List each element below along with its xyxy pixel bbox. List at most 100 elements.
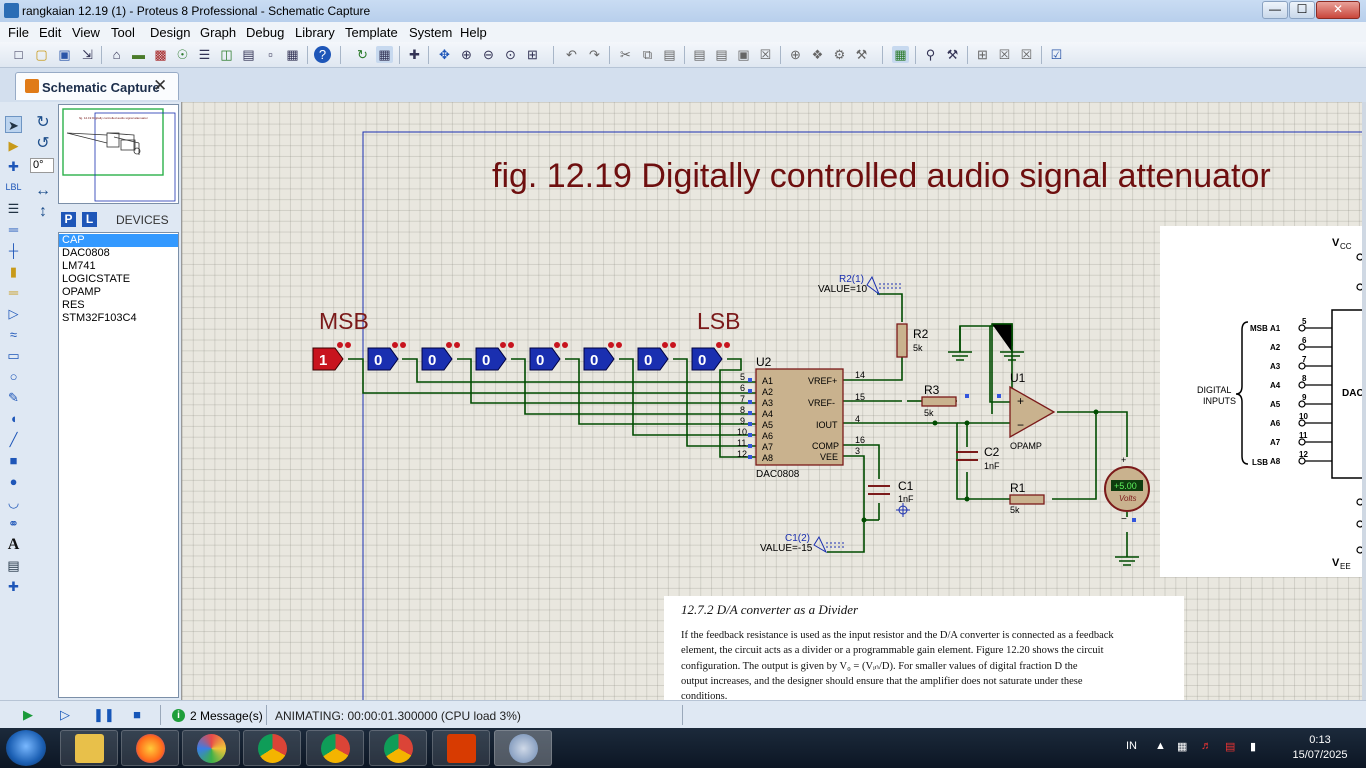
overview-window[interactable]: fig. 12.19 Digitally controlled audio si… (58, 104, 179, 204)
package-icon[interactable]: ⚙ (833, 47, 846, 62)
taskbar-office[interactable] (432, 730, 490, 766)
library-manager-button[interactable]: L (82, 212, 97, 227)
taskbar-chrome-profile-2[interactable] (369, 730, 427, 766)
taskbar-chrome[interactable] (243, 730, 301, 766)
home-icon[interactable]: ⌂ (112, 47, 121, 62)
search-icon[interactable]: ⚲ (925, 47, 936, 62)
maximize-button[interactable]: ☐ (1289, 1, 1315, 19)
menu-template[interactable]: Template (345, 25, 398, 40)
pick-devices-button[interactable]: P (61, 212, 76, 227)
netlist-icon[interactable]: ▤ (242, 47, 255, 62)
wire-autorouter-icon[interactable]: ▦ (892, 46, 909, 63)
voltage-probe-icon[interactable]: ○ (9, 369, 18, 384)
virtual-instruments-icon[interactable]: ◖ (9, 411, 18, 426)
play-icon[interactable]: ▶ (23, 707, 33, 722)
import-icon[interactable]: ⇲ (82, 47, 93, 62)
current-probe-icon[interactable]: ✎ (8, 390, 19, 405)
refresh-icon[interactable]: ↻ (357, 47, 368, 62)
pick-icon[interactable]: ⊕ (790, 47, 801, 62)
device-item-dac0808[interactable]: DAC0808 (62, 247, 110, 259)
help-icon[interactable]: ? (314, 46, 331, 63)
rotate-anticlockwise-icon[interactable]: ↺ (36, 135, 50, 152)
taskbar-firefox[interactable] (121, 730, 179, 766)
wire-label-icon[interactable]: LBL (5, 182, 22, 192)
pause-icon[interactable]: ❚❚ (93, 707, 115, 722)
taskbar-chrome-color[interactable] (182, 730, 240, 766)
menu-design[interactable]: Design (150, 25, 191, 40)
taskbar-file-explorer[interactable] (60, 730, 118, 766)
block-delete-icon[interactable]: ☒ (759, 47, 772, 62)
device-item-cap[interactable]: CAP (59, 234, 178, 247)
taskbar-chrome-profile[interactable] (306, 730, 364, 766)
volume-muted-icon[interactable]: ♬ (1201, 740, 1212, 752)
menu-view[interactable]: View (72, 25, 100, 40)
system-clock[interactable]: 0:13 15/07/2025 (1290, 733, 1350, 763)
terminals-icon[interactable]: ▮ (9, 264, 18, 279)
taskbar-proteus[interactable] (494, 730, 552, 766)
graph-icon[interactable]: ▷ (8, 306, 19, 321)
show-hidden-icons-icon[interactable]: ▲ (1155, 740, 1166, 752)
network-disconnected-icon[interactable]: ▤ (1225, 741, 1236, 753)
selection-mode-icon[interactable]: ➤ (5, 116, 22, 133)
origin-icon[interactable]: ✚ (409, 47, 420, 62)
rotation-angle-field[interactable]: 0° (30, 158, 54, 173)
menu-file[interactable]: File (8, 25, 29, 40)
device-item-opamp[interactable]: OPAMP (62, 286, 101, 298)
pan-icon[interactable]: ✥ (439, 47, 450, 62)
gerber-icon[interactable]: ☉ (176, 47, 189, 62)
block-copy-icon[interactable]: ▤ (693, 47, 706, 62)
zoom-in-icon[interactable]: ⊕ (461, 47, 472, 62)
start-button[interactable] (6, 730, 46, 766)
symbol-tool-icon[interactable]: ▤ (7, 558, 20, 573)
text-script-icon[interactable]: ☰ (7, 201, 20, 216)
bom-icon[interactable]: ☰ (198, 47, 211, 62)
tape-recorder-icon[interactable]: ≈ (9, 327, 18, 342)
action-center-icon[interactable]: ▦ (1177, 741, 1188, 753)
box-tool-icon[interactable]: ■ (9, 453, 18, 468)
device-pins-icon[interactable]: ═ (8, 285, 19, 300)
menu-help[interactable]: Help (460, 25, 487, 40)
zoom-area-icon[interactable]: ⊞ (527, 47, 538, 62)
menu-debug[interactable]: Debug (246, 25, 285, 40)
chip-icon[interactable]: ▩ (154, 47, 167, 62)
buses-icon[interactable]: ═ (8, 222, 19, 237)
text-tool-icon[interactable]: A (7, 536, 20, 553)
circle-tool-icon[interactable]: ● (9, 474, 18, 489)
tab-schematic-capture[interactable]: Schematic Capture ✕ (15, 72, 179, 100)
menu-tool[interactable]: Tool (111, 25, 135, 40)
menu-edit[interactable]: Edit (39, 25, 62, 40)
menu-graph[interactable]: Graph (200, 25, 237, 40)
close-button[interactable]: ✕ (1316, 1, 1360, 19)
device-item-logicstate[interactable]: LOGICSTATE (62, 273, 131, 285)
mirror-vertical-icon[interactable]: ↕ (39, 203, 47, 220)
component-mode-icon[interactable]: ▶ (8, 138, 19, 153)
netlist-transfer-icon[interactable]: ☒ (1020, 47, 1033, 62)
new-sheet-icon[interactable]: ⊞ (977, 47, 988, 62)
subcircuit-icon[interactable]: ┼ (8, 243, 19, 258)
arc-tool-icon[interactable]: ◡ (7, 495, 20, 510)
save-icon[interactable]: ▣ (58, 47, 71, 62)
new-file-icon[interactable]: □ (14, 47, 23, 62)
info-icon[interactable]: i (172, 709, 185, 722)
device-item-lm741[interactable]: LM741 (62, 260, 96, 272)
make-device-icon[interactable]: ❖ (811, 47, 824, 62)
grid-icon[interactable]: ▦ (376, 46, 393, 63)
step-icon[interactable]: ▷ (60, 707, 70, 722)
memory-icon[interactable]: ▫ (268, 47, 273, 62)
zoom-all-icon[interactable]: ⊙ (505, 47, 516, 62)
zoom-out-icon[interactable]: ⊖ (483, 47, 494, 62)
property-assign-icon[interactable]: ⚒ (946, 47, 959, 62)
block-move-icon[interactable]: ▤ (715, 47, 728, 62)
schematic-canvas[interactable]: fig. 12.19 Digitally controlled audio si… (181, 102, 1362, 700)
junction-dot-icon[interactable]: ✚ (8, 159, 19, 174)
minimize-button[interactable]: — (1262, 1, 1288, 19)
paste-icon[interactable]: ▤ (663, 47, 676, 62)
device-item-res[interactable]: RES (62, 299, 85, 311)
electrical-check-icon[interactable]: ☑ (1050, 47, 1063, 62)
line-tool-icon[interactable]: ╱ (9, 432, 18, 447)
report-icon[interactable]: ▦ (286, 47, 299, 62)
decompose-icon[interactable]: ⚒ (855, 47, 868, 62)
redo-icon[interactable]: ↷ (589, 47, 600, 62)
stop-icon[interactable]: ■ (133, 707, 141, 722)
device-item-stm32f103c4[interactable]: STM32F103C4 (62, 312, 137, 324)
